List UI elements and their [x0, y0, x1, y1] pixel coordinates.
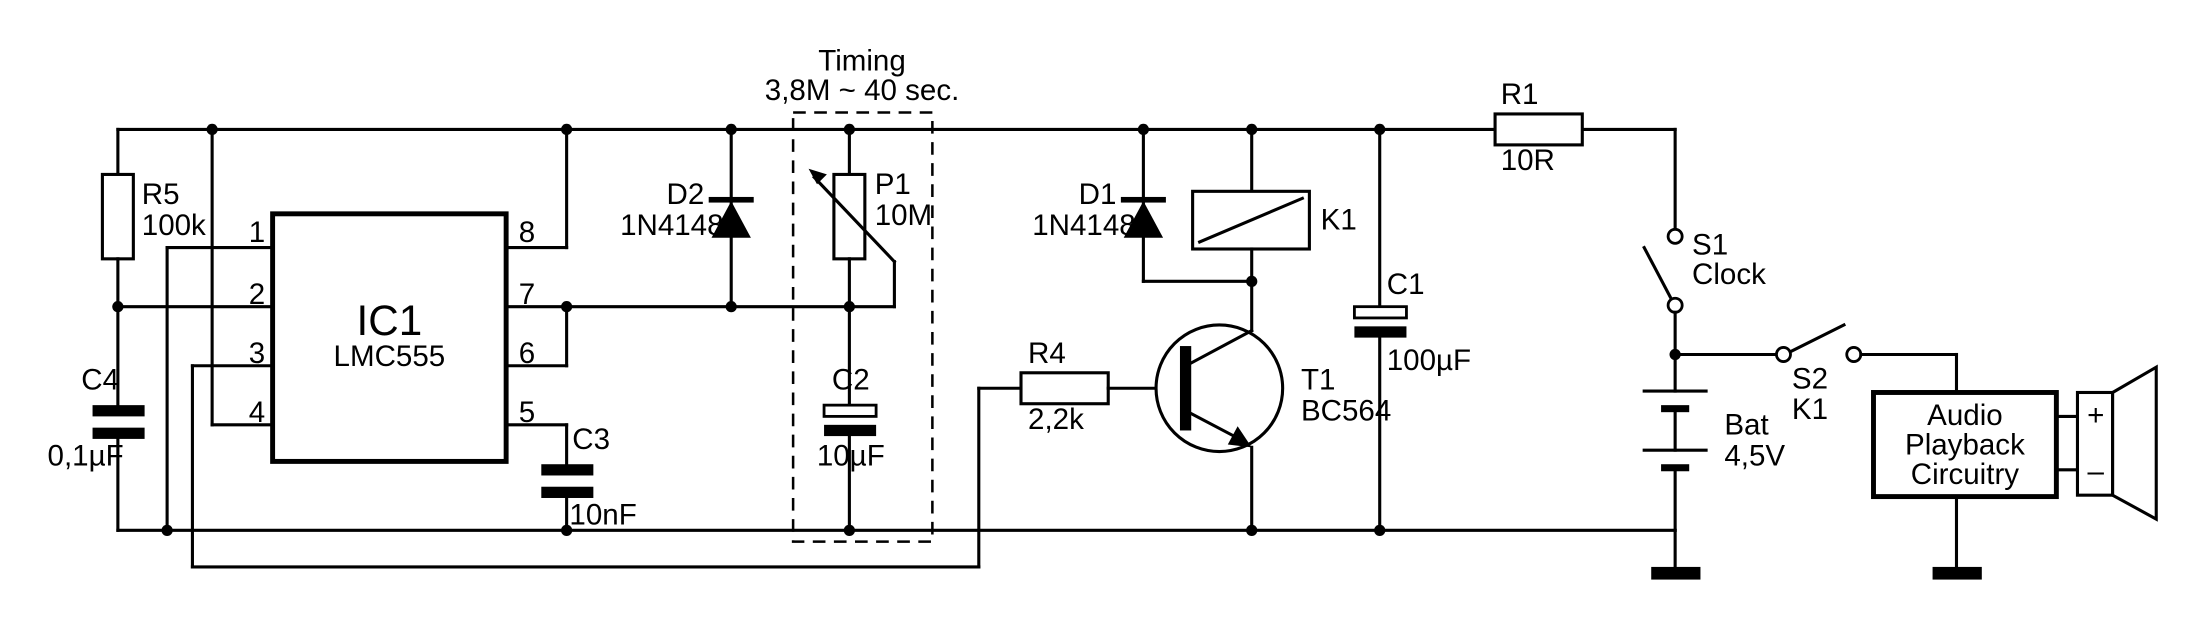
ic1-pin-1: 1 — [249, 216, 265, 249]
c4-capacitor: C4 0,1µF — [48, 364, 145, 532]
k1-ref: K1 — [1321, 203, 1357, 236]
c1-ref: C1 — [1387, 268, 1425, 301]
r4-value: 2,2k — [1028, 403, 1084, 436]
d2-value: 1N4148 — [620, 209, 723, 242]
s2-ref: S2 — [1792, 362, 1828, 395]
r1-resistor: R1 10R — [1493, 78, 1584, 177]
d1-diode: D1 1N4148 — [1032, 127, 1254, 283]
d1-ref: D1 — [1079, 178, 1117, 211]
c3-ref: C3 — [572, 423, 610, 456]
c4-value: 0,1µF — [48, 440, 124, 473]
junction-dots — [112, 123, 1681, 536]
k1-relay-coil: K1 — [1191, 127, 1357, 283]
d2-diode: D2 1N4148 — [620, 127, 754, 309]
playback-module: Audio Playback Circuitry — [1871, 390, 2080, 580]
s1-ref: S1 — [1692, 229, 1728, 262]
ic1-chip: IC1 LMC555 1 2 3 4 8 7 6 5 — [249, 211, 535, 464]
c1-capacitor: C1 100µF — [1352, 127, 1471, 532]
r1-ref: R1 — [1501, 78, 1539, 111]
bat-ref: Bat — [1724, 409, 1768, 442]
top-rail — [116, 127, 1677, 230]
ic1-pin-8: 8 — [519, 216, 535, 249]
ic1-pin-3: 3 — [249, 337, 265, 370]
ic1-part: LMC555 — [334, 340, 446, 373]
ic1-wiring — [116, 127, 1023, 569]
playback-line-2: Playback — [1905, 428, 2025, 461]
speaker-minus: – — [2088, 455, 2105, 488]
playback-line-1: Audio — [1927, 399, 2003, 432]
timing-range: 3,8M ~ 40 sec. — [765, 74, 960, 107]
ic1-pin-7: 7 — [519, 278, 535, 311]
r4-resistor: R4 2,2k — [1019, 337, 1182, 436]
c2-value: 10µF — [817, 440, 885, 473]
playback-line-3: Circuitry — [1911, 458, 2020, 491]
c3-capacitor: C3 10nF — [541, 423, 637, 532]
r5-resistor: R5 100k — [100, 127, 206, 407]
r5-ref: R5 — [142, 178, 180, 211]
s1-value: Clock — [1692, 258, 1766, 291]
r4-ref: R4 — [1028, 337, 1066, 370]
p1-value: 10M — [875, 199, 932, 232]
s1-switch: S1 Clock — [1642, 227, 1766, 357]
speaker-icon: + – — [2075, 364, 2158, 522]
p1-ref: P1 — [875, 168, 911, 201]
t1-value: BC564 — [1301, 395, 1391, 428]
r5-value: 100k — [142, 209, 206, 242]
ic1-pin-5: 5 — [519, 396, 535, 429]
timing-block: Timing 3,8M ~ 40 sec. — [765, 44, 960, 543]
ic1-pin-2: 2 — [249, 278, 265, 311]
battery: Bat 4,5V — [1642, 352, 1785, 580]
p1-potentiometer: P1 10M — [808, 127, 932, 407]
c1-value: 100µF — [1387, 344, 1471, 377]
ic1-ref: IC1 — [357, 297, 423, 344]
r1-value: 10R — [1501, 144, 1555, 177]
t1-ref: T1 — [1301, 364, 1335, 397]
c4-ref: C4 — [81, 364, 119, 397]
s2-switch: S2 K1 — [1673, 322, 1959, 426]
s2-value: K1 — [1792, 393, 1828, 426]
ic1-pin-4: 4 — [249, 396, 265, 429]
c2-ref: C2 — [832, 364, 870, 397]
c2-capacitor: C2 10µF — [817, 364, 885, 532]
c3-value: 10nF — [569, 499, 636, 532]
d2-ref: D2 — [667, 178, 705, 211]
bat-value: 4,5V — [1724, 440, 1785, 473]
speaker-plus: + — [2087, 399, 2104, 432]
ic1-pin-6: 6 — [519, 337, 535, 370]
d1-value: 1N4148 — [1032, 209, 1135, 242]
t1-transistor: T1 BC564 — [1154, 279, 1391, 532]
timing-title: Timing — [818, 44, 906, 77]
